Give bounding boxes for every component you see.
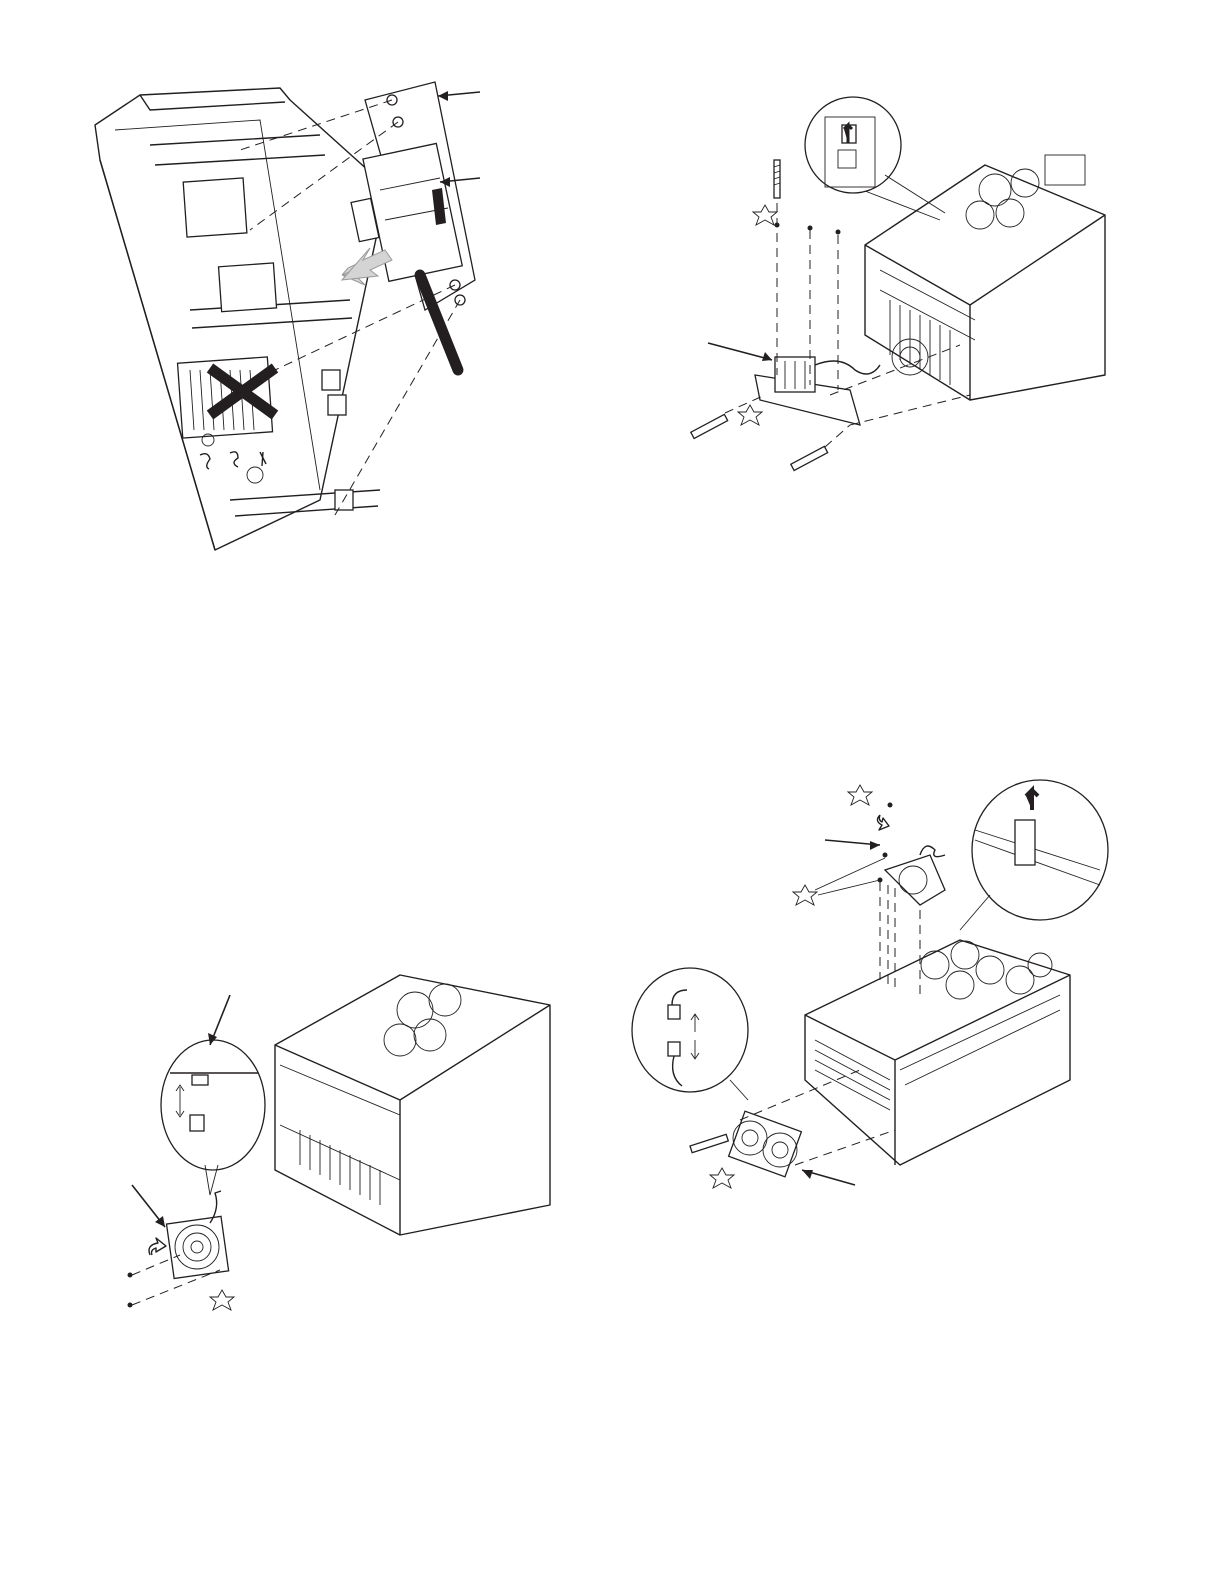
star-torque-icon — [710, 1168, 734, 1188]
connector-detail-circle — [805, 97, 901, 193]
star-torque-icon — [738, 405, 762, 425]
screw-fan — [690, 1134, 728, 1152]
direction-arrow-icon — [342, 248, 392, 280]
component-ribs — [300, 1130, 380, 1205]
heatsink-fins — [815, 995, 1060, 1110]
figure-fan-bracket-install — [690, 95, 1110, 485]
star-torque-icon — [793, 885, 817, 905]
star-torque-icon — [753, 205, 777, 225]
callout-leader-bracket — [708, 343, 772, 360]
screw-top — [774, 160, 780, 198]
fan-bracket-drawing — [690, 95, 1110, 485]
cooling-fan — [167, 1191, 229, 1278]
star-torque-icon — [848, 785, 872, 805]
figure-fan-small-drive — [110, 965, 570, 1325]
figure-control-board-removal — [80, 70, 500, 570]
screw-left — [691, 414, 728, 438]
rotate-arrow-icon — [877, 815, 889, 830]
screw-right — [791, 446, 828, 470]
rotate-arrow-icon — [149, 1238, 166, 1255]
dual-cooling-fan — [729, 1111, 802, 1177]
connector-detail-circle — [161, 1040, 265, 1170]
connector-detail-circle-left — [632, 968, 748, 1092]
connector-detail-circle-top — [972, 780, 1108, 920]
control-board-drawing — [80, 70, 500, 570]
small-drive-fan-drawing — [110, 965, 570, 1325]
star-torque-icon — [210, 1290, 234, 1310]
figure-fan-large-drive — [630, 770, 1110, 1190]
fan-bracket — [885, 855, 945, 905]
large-drive-fan-drawing — [630, 770, 1110, 1190]
